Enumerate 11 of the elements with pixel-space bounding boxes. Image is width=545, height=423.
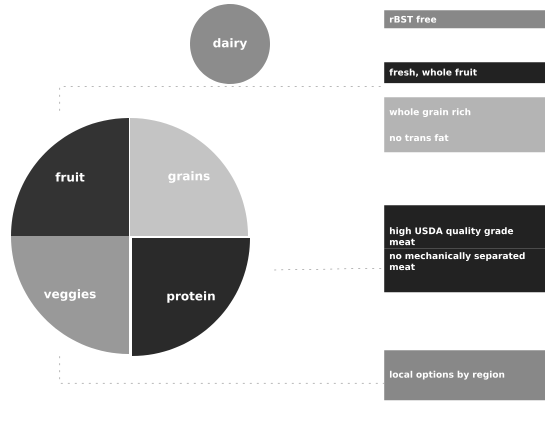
pie-slice: veggies [11, 236, 129, 354]
leader-line [60, 356, 384, 384]
pie-slice: fruit [11, 118, 129, 236]
text-box: fresh, whole fruit [384, 62, 545, 84]
text-box: local options by region [384, 350, 545, 400]
circle-node: dairy [190, 4, 270, 84]
text-box: high USDA quality grade meat no mechanically separated meat [384, 205, 545, 292]
pie-slice: protein [132, 238, 250, 356]
text-box: rBST free [384, 10, 545, 28]
text-box: whole grain rich no trans fat [384, 97, 545, 152]
pie-slice: grains [130, 118, 248, 236]
